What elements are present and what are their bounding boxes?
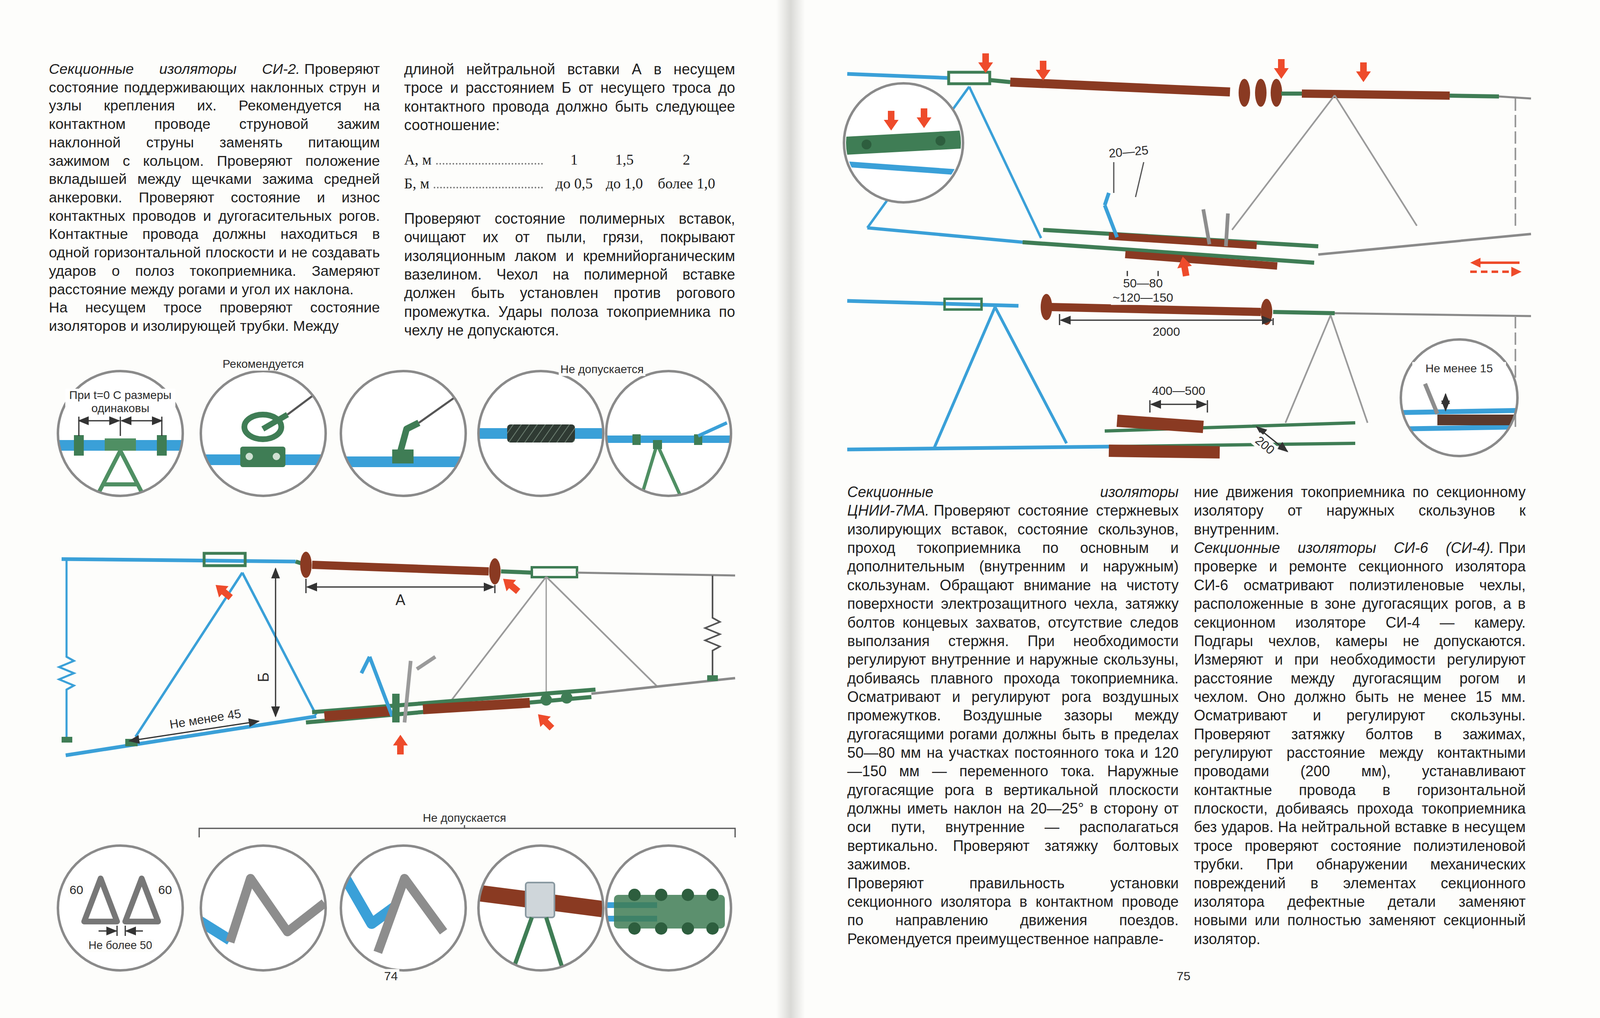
body-text: При проверке и ремонте секционного изоля… <box>1193 539 1526 948</box>
dot-leader <box>433 186 543 189</box>
angle-label: 60 <box>156 883 174 898</box>
dimension-label: ~120—150 <box>1110 290 1175 306</box>
dimension-label: 200 <box>1251 432 1279 459</box>
ratio-table: А, м 1 1,5 2 Б, м до 0,5 до 1,0 более 1,0 <box>404 150 736 194</box>
note-label: Не допускается <box>558 363 646 377</box>
table-value: 2 <box>652 150 721 170</box>
circle-caption: При t=0 C размеры одинаковы <box>65 388 176 416</box>
table-cell: 1 <box>570 151 578 168</box>
page-number: 75 <box>1174 969 1192 984</box>
circle-caption: Не менее 15 <box>1412 362 1506 376</box>
dimension-label: 50—80 <box>1121 276 1165 291</box>
paragraph: длиной нейтральной вставки А в несущем т… <box>404 59 736 135</box>
body-text: Проверяют состояние поддерживающих накло… <box>48 60 380 298</box>
section-heading: Секционные изоляторы СИ-6 (СИ-4). <box>1193 539 1495 557</box>
body-text: длиной нейтральной вставки А в несущем т… <box>404 60 736 134</box>
table-value: более 1,0 <box>652 174 721 194</box>
dot-leader <box>436 163 544 165</box>
table-cell: более 1,0 <box>657 175 716 192</box>
paragraph: Секционные изоляторы СИ-6 (СИ-4).При про… <box>1193 538 1526 949</box>
dimension-letter: А <box>393 591 407 609</box>
text-column: Секционные изоляторы СИ-2.Проверяют сост… <box>48 59 380 336</box>
dimension-label: Не более 50 <box>86 939 154 953</box>
paragraph: Секционные изоляторы СИ-2.Проверяют сост… <box>48 59 380 299</box>
note-label: Рекомендуется <box>220 357 306 371</box>
angle-label: 60 <box>67 883 85 898</box>
body-text: Проверяют правильность установки секцион… <box>847 875 1179 948</box>
table-cell: 2 <box>682 151 691 168</box>
detail-circle: При t=0 C размеры одинаковы <box>56 370 184 498</box>
table-row-head: А, м <box>404 150 547 170</box>
text-column: ние движения токоприемника по секционном… <box>1193 482 1526 949</box>
dimension-label: 400—500 <box>1150 383 1207 399</box>
table-cell: до 1,0 <box>605 175 643 192</box>
paragraph: На несущем тросе проверяют состояние изо… <box>48 298 380 336</box>
table-value: до 0,5 <box>551 174 597 194</box>
detail-circle: Не менее 15 <box>1399 338 1519 458</box>
body-text: Проверяют состояние стержневых изолирующ… <box>847 502 1179 874</box>
paragraph: Проверяют состояние полимерных вставок, … <box>404 209 736 341</box>
dimension-label: 2000 <box>1151 324 1182 340</box>
body-text: ние движения токоприемника по секционном… <box>1193 483 1526 538</box>
body-text: Проверяют состояние полимерных вставок, … <box>404 210 736 339</box>
table-value: до 1,0 <box>602 174 647 194</box>
note-label: Не допускается <box>420 811 508 826</box>
body-text: На несущем тросе проверяют состояние изо… <box>48 299 380 335</box>
paragraph: Проверяют правильность установки секцион… <box>847 874 1179 949</box>
table-cell: А, м <box>404 150 432 170</box>
table-value: 1 <box>551 150 597 170</box>
table-cell: до 0,5 <box>555 175 593 192</box>
table-cell: 1,5 <box>615 151 634 168</box>
table-value: 1,5 <box>602 150 647 170</box>
dimension-letter: Б <box>255 671 272 685</box>
table-cell: Б, м <box>404 174 430 194</box>
paragraph: Секционные изоляторы ЦНИИ-7МА.Проверяют … <box>847 482 1179 875</box>
dimension-label: 20—25 <box>1106 142 1151 161</box>
section-heading: Секционные изоляторы СИ-2. <box>48 60 300 78</box>
text-column: Секционные изоляторы ЦНИИ-7МА.Проверяют … <box>847 482 1179 949</box>
table-row-head: Б, м <box>404 174 547 194</box>
paragraph: ние движения токоприемника по секционном… <box>1193 482 1526 539</box>
text-column: длиной нейтральной вставки А в несущем т… <box>404 59 736 340</box>
page-number: 74 <box>382 969 400 984</box>
